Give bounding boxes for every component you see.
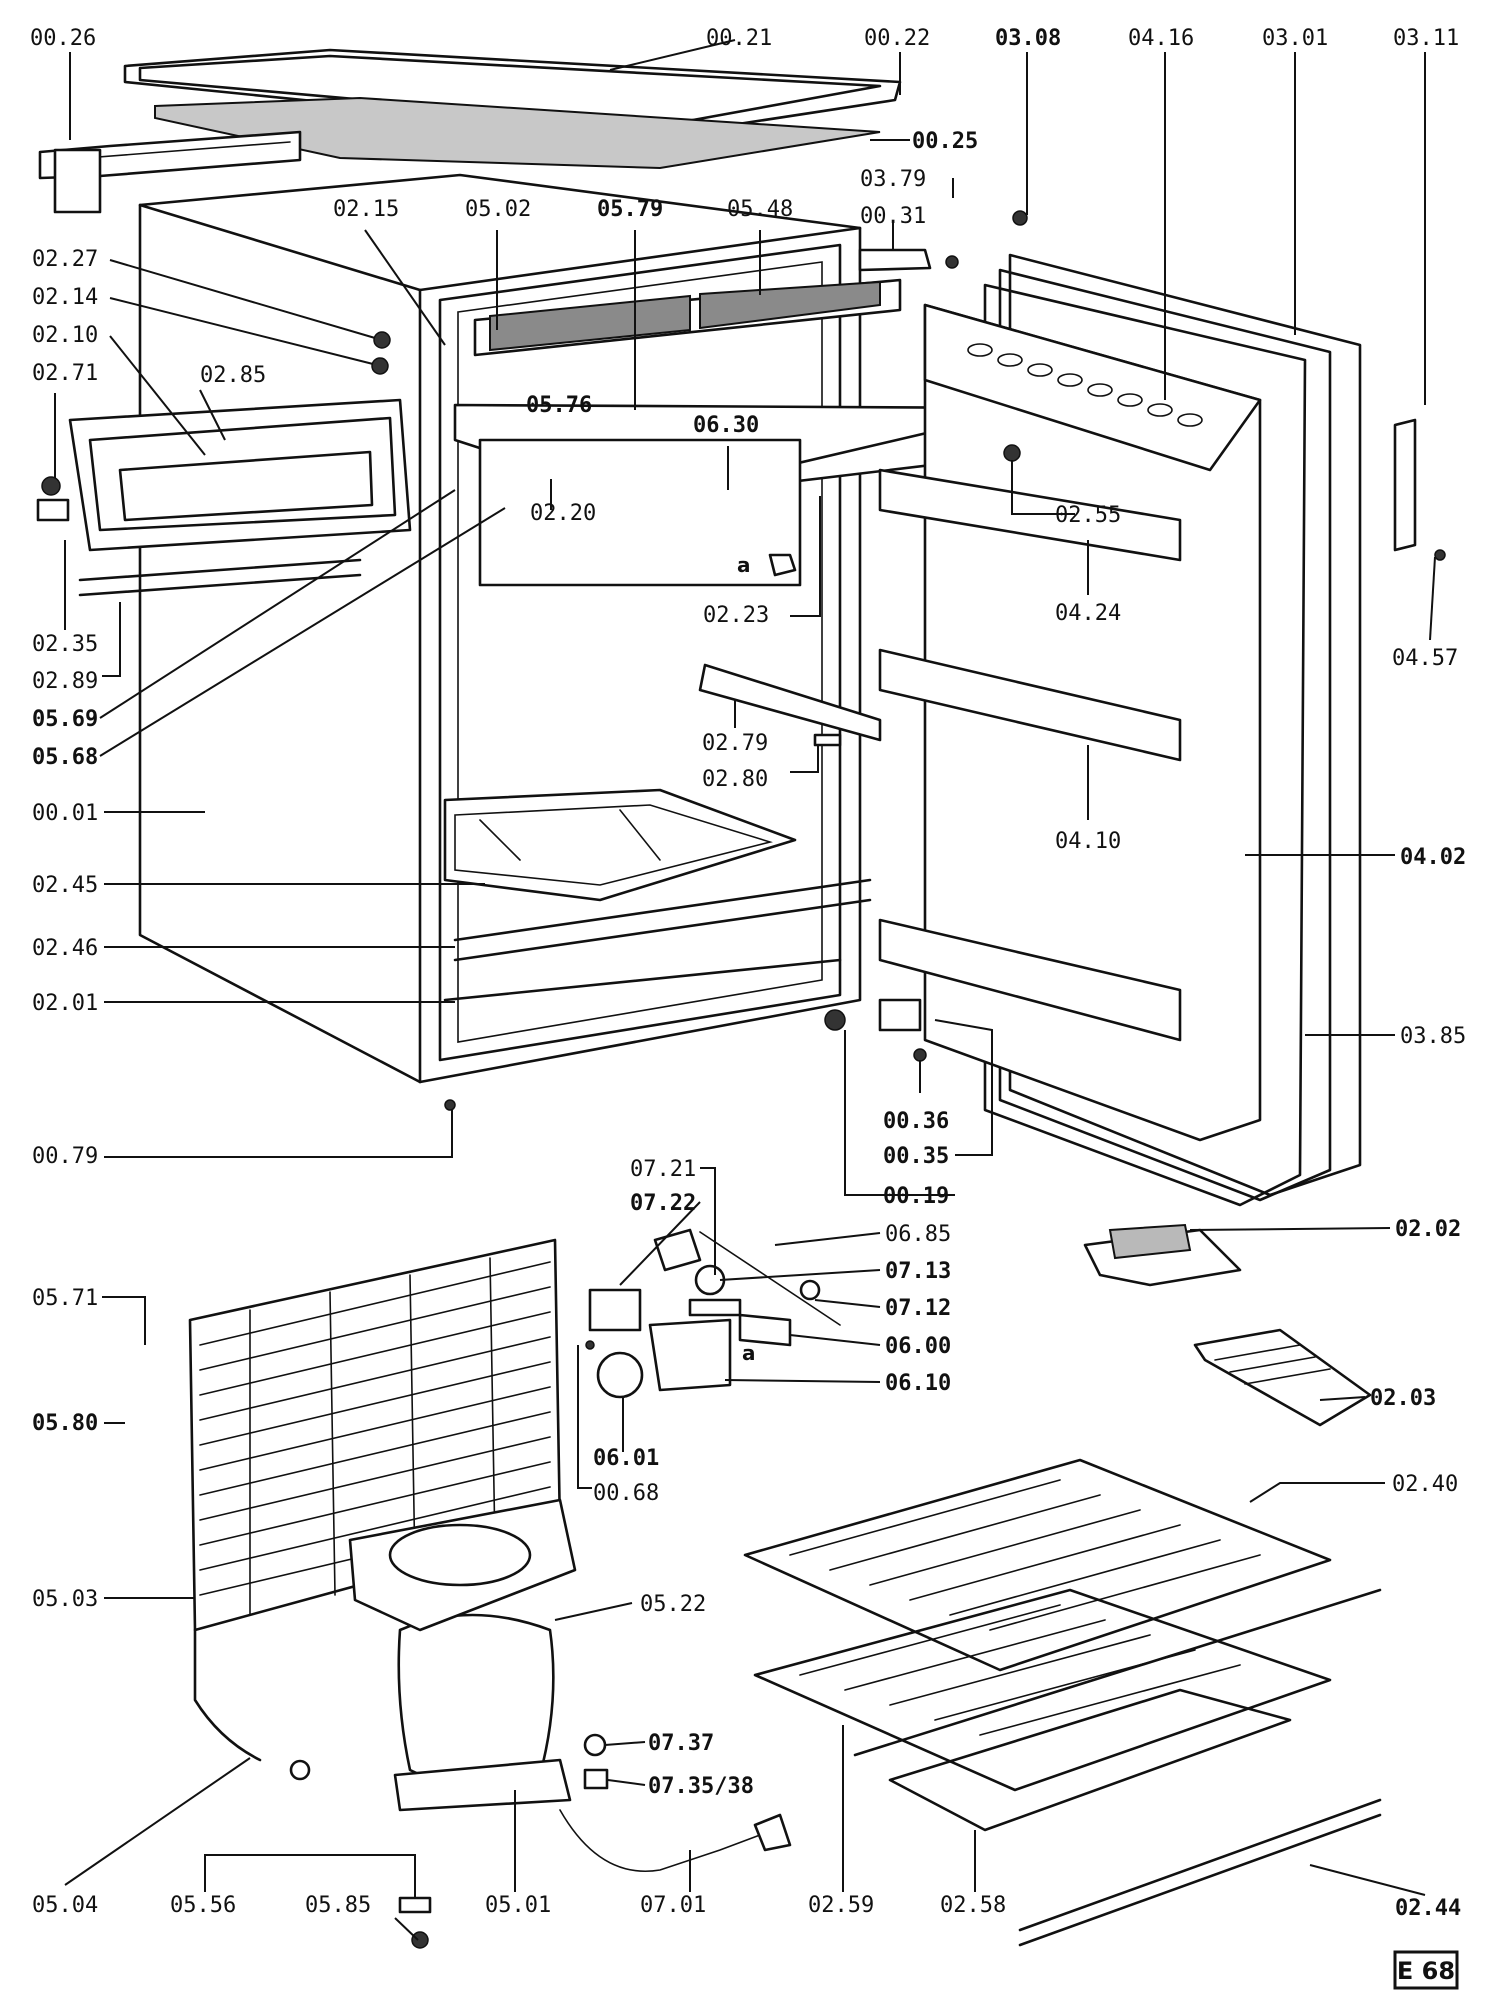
crisper-cover [68, 398, 412, 597]
part-label-05-56: 05.56 [170, 1893, 236, 1918]
part-label-07-37: 07.37 [648, 1731, 714, 1756]
part-label-03-79: 03.79 [860, 167, 926, 192]
part-label-02-46: 02.46 [32, 936, 98, 961]
part-label-02-23: 02.23 [703, 603, 769, 628]
part-label-03-08: 03.08 [995, 26, 1061, 51]
part-label-05-02: 05.02 [465, 197, 531, 222]
part-label-07-01: 07.01 [640, 1893, 706, 1918]
part-label-02-80: 02.80 [702, 767, 768, 792]
part-label-05-79: 05.79 [597, 197, 663, 222]
part-label-06-00: 06.00 [885, 1334, 951, 1359]
part-label-00-25: 00.25 [912, 129, 978, 154]
part-label-00-22: 00.22 [864, 26, 930, 51]
door-assembly [878, 253, 1417, 1207]
part-label-02-44: 02.44 [1395, 1896, 1461, 1921]
cabinet-body [138, 173, 1027, 1084]
page-code-box: E 68 [1393, 1950, 1459, 1990]
ice-tray [1193, 1328, 1372, 1427]
part-label-07-22: 07.22 [630, 1191, 696, 1216]
small-parts [36, 210, 1446, 1111]
part-label-02-20: 02.20 [530, 501, 596, 526]
part-label-02-03: 02.03 [1370, 1386, 1436, 1411]
wire-shelves [743, 1458, 1382, 1947]
part-label-06-01: 06.01 [593, 1446, 659, 1471]
part-label-04-02: 04.02 [1400, 845, 1466, 870]
letter-mark-a-upper: a [737, 553, 751, 577]
hinge-bar [38, 130, 302, 214]
part-label-05-22: 05.22 [640, 1592, 706, 1617]
part-label-02-14: 02.14 [32, 285, 98, 310]
part-label-00-79: 00.79 [32, 1144, 98, 1169]
part-label-07-35-38: 07.35/38 [648, 1774, 754, 1799]
part-label-03-85: 03.85 [1400, 1024, 1466, 1049]
part-label-02-55: 02.55 [1055, 503, 1121, 528]
part-label-02-89: 02.89 [32, 669, 98, 694]
part-label-04-16: 04.16 [1128, 26, 1194, 51]
part-label-04-10: 04.10 [1055, 829, 1121, 854]
compressor-fittings [289, 1733, 792, 1949]
part-label-05-04: 05.04 [32, 1893, 98, 1918]
part-label-05-71: 05.71 [32, 1286, 98, 1311]
part-label-02-45: 02.45 [32, 873, 98, 898]
page-code: E 68 [1397, 1957, 1455, 1985]
part-label-02-35: 02.35 [32, 632, 98, 657]
part-label-02-02: 02.02 [1395, 1217, 1461, 1242]
part-label-02-40: 02.40 [1392, 1472, 1458, 1497]
part-label-00-31: 00.31 [860, 204, 926, 229]
part-label-05-48: 05.48 [727, 197, 793, 222]
egg-tray [967, 343, 1203, 427]
part-label-04-57: 04.57 [1392, 646, 1458, 671]
part-label-03-11: 03.11 [1393, 26, 1459, 51]
part-label-04-24: 04.24 [1055, 601, 1121, 626]
part-label-02-15: 02.15 [333, 197, 399, 222]
part-label-02-58: 02.58 [940, 1893, 1006, 1918]
part-label-00-68: 00.68 [593, 1481, 659, 1506]
part-label-05-68: 05.68 [32, 745, 98, 770]
part-label-05-03: 05.03 [32, 1587, 98, 1612]
part-label-06-10: 06.10 [885, 1371, 951, 1396]
part-label-05-85: 05.85 [305, 1893, 371, 1918]
leader-lines [54, 39, 1436, 1941]
part-label-00-35: 00.35 [883, 1144, 949, 1169]
part-label-07-12: 07.12 [885, 1296, 951, 1321]
part-label-05-01: 05.01 [485, 1893, 551, 1918]
part-label-00-21: 00.21 [706, 26, 772, 51]
part-label-00-36: 00.36 [883, 1109, 949, 1134]
part-label-05-69: 05.69 [32, 707, 98, 732]
top-lid [123, 48, 902, 170]
part-label-02-71: 02.71 [32, 361, 98, 386]
letter-mark-a-lower: a [742, 1341, 756, 1365]
parts-artwork [36, 48, 1446, 1949]
part-label-00-26: 00.26 [30, 26, 96, 51]
part-label-02-01: 02.01 [32, 991, 98, 1016]
part-label-02-79: 02.79 [702, 731, 768, 756]
part-label-02-59: 02.59 [808, 1893, 874, 1918]
part-label-00-19: 00.19 [883, 1184, 949, 1209]
part-label-03-01: 03.01 [1262, 26, 1328, 51]
part-label-05-80: 05.80 [32, 1411, 98, 1436]
butter-dish [1083, 1223, 1242, 1287]
part-label-02-85: 02.85 [200, 363, 266, 388]
part-label-07-21: 07.21 [630, 1157, 696, 1182]
part-label-06-85: 06.85 [885, 1222, 951, 1247]
part-label-06-30: 06.30 [693, 413, 759, 438]
compressor [348, 1498, 577, 1812]
part-label-07-13: 07.13 [885, 1259, 951, 1284]
part-label-02-27: 02.27 [32, 247, 98, 272]
part-label-00-01: 00.01 [32, 801, 98, 826]
part-labels: 00.26 00.21 00.22 03.08 04.16 03.01 03.11 00.25… [30, 26, 1466, 1921]
part-label-05-76: 05.76 [526, 393, 592, 418]
part-label-02-10: 02.10 [32, 323, 98, 348]
thermostat-parts [585, 1228, 841, 1399]
